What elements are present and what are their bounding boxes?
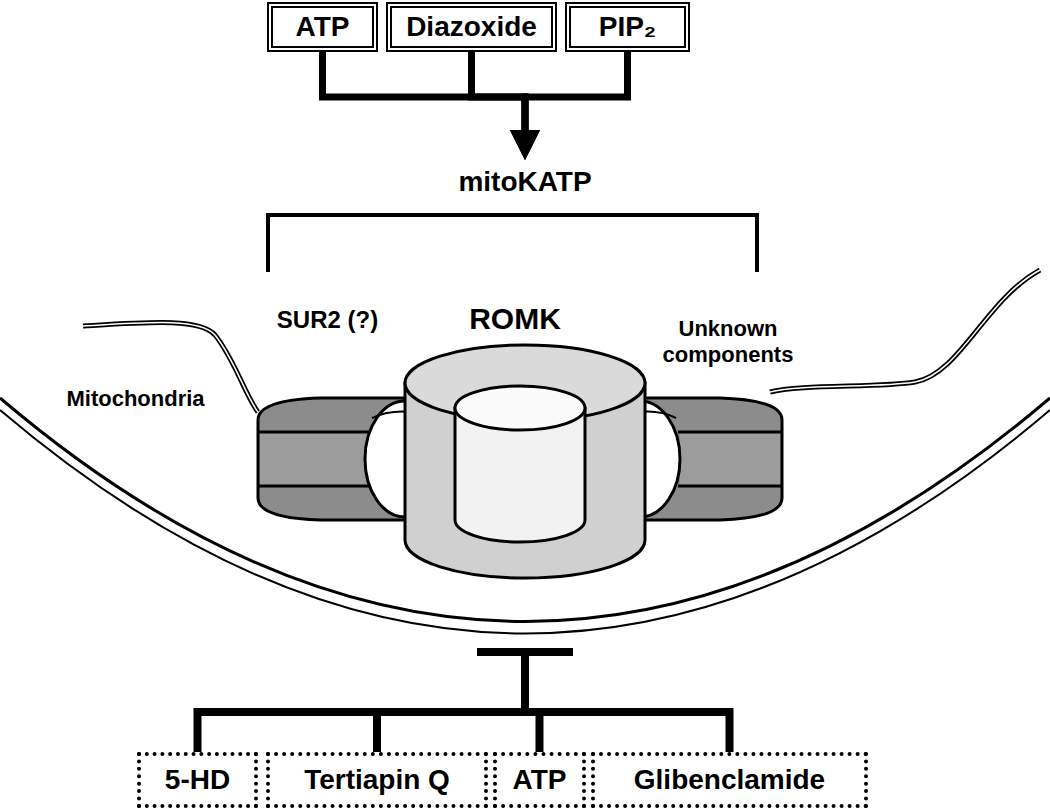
- bracket: [268, 215, 757, 272]
- connector: [472, 52, 541, 160]
- box-text: Diazoxide: [406, 11, 537, 43]
- membrane-line: [770, 270, 1040, 392]
- inhibitor-box: 5-HD: [137, 752, 258, 808]
- romk-channel: [405, 345, 645, 578]
- connector: [477, 652, 730, 752]
- activator-box: Diazoxide: [386, 2, 557, 52]
- connector: [323, 52, 541, 160]
- part-label: Unknown components: [638, 316, 818, 368]
- activator-box: ATP: [267, 2, 378, 52]
- connector: [198, 652, 574, 752]
- box-text: Glibenclamide: [634, 764, 825, 796]
- box-text: 5-HD: [165, 764, 230, 796]
- channel-complex: mitoKATP: [240, 160, 810, 648]
- box-text: ATP: [513, 764, 567, 796]
- inhibitor-box: Glibenclamide: [591, 752, 868, 808]
- box-text: PIP₂: [599, 11, 657, 43]
- inhibitor-box: Tertiapin Q: [266, 752, 488, 808]
- box-text: Tertiapin Q: [304, 764, 450, 796]
- membrane-line: [770, 270, 1040, 392]
- inhibitor-box: ATP: [493, 752, 587, 808]
- connector: [510, 52, 628, 160]
- activator-box: PIP₂: [565, 2, 690, 52]
- part-label: ROMK: [440, 302, 590, 336]
- region-label: Mitochondria: [38, 386, 233, 412]
- part-label: SUR2 (?): [255, 306, 400, 334]
- box-text: ATP: [296, 11, 350, 43]
- complex-title: mitoKATP: [458, 166, 591, 198]
- mitochondria-outer: [0, 398, 1050, 622]
- connector: [377, 652, 573, 752]
